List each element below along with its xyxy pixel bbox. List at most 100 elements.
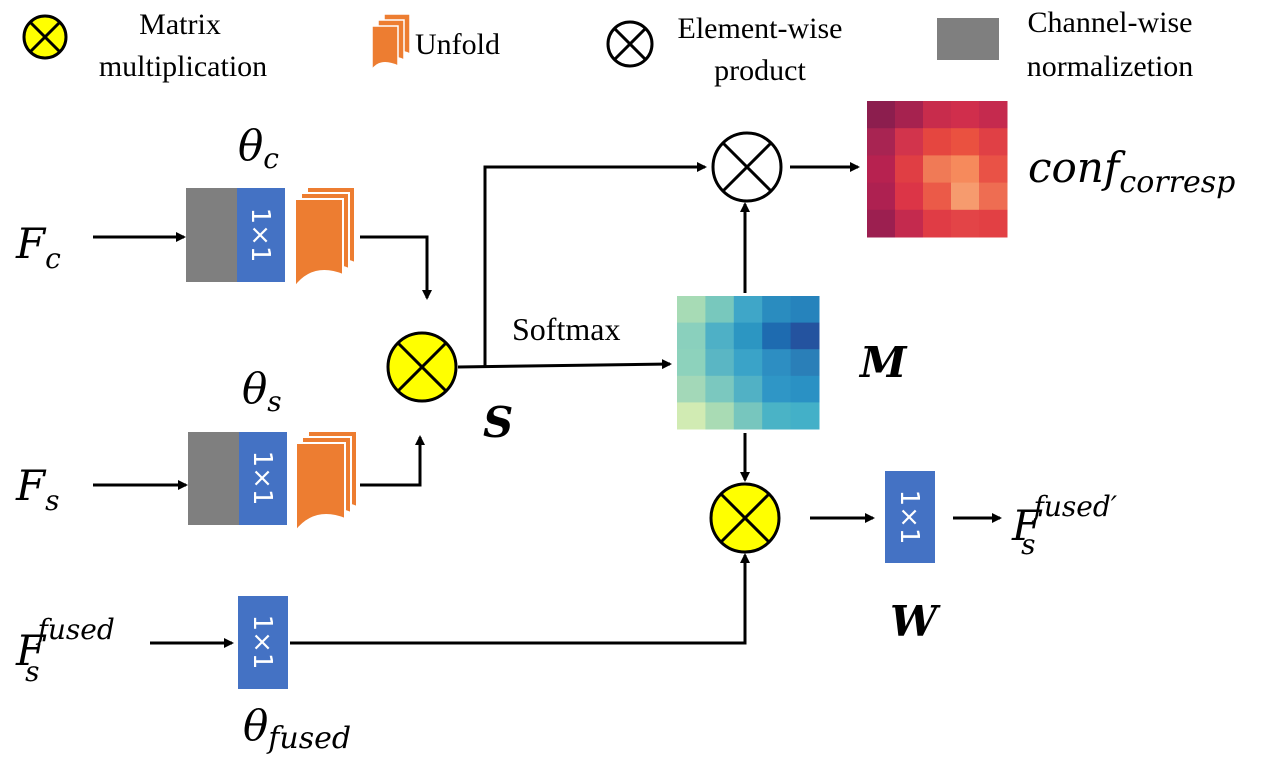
m-heatmap-cell: [790, 322, 820, 350]
m-heatmap-cell: [705, 349, 735, 377]
m-heatmap-cell: [705, 375, 735, 403]
arrow-unfold-c-to-mult: [360, 235, 432, 300]
softmax-label: Softmax: [512, 311, 620, 347]
m-heatmap-cell: [677, 402, 706, 430]
theta-fused-label: θfused: [243, 701, 351, 756]
theta-fused-block: 1×1: [238, 596, 288, 689]
arrow-unfold-s-to-mult: [360, 435, 425, 487]
m-heatmap-cell: [790, 349, 820, 377]
conf-heatmap-cell: [951, 209, 980, 238]
conf-heatmap-cell: [867, 101, 896, 129]
connectors: [93, 162, 1002, 648]
m-heatmap: [677, 296, 820, 430]
theta-s-block: 1×1: [188, 430, 358, 534]
conv1x1-fused-label: 1×1: [247, 615, 277, 670]
m-heatmap-cell: [790, 402, 820, 430]
conf-heatmap-cell: [951, 101, 980, 129]
conv1x1-fused: [238, 596, 288, 689]
matrix-mult-S-icon: [386, 331, 458, 403]
m-heatmap-cell: [677, 375, 706, 403]
M-label: M: [858, 338, 908, 387]
legend-elementwise-label-2: product: [714, 54, 806, 87]
m-heatmap-cell: [733, 296, 763, 324]
conf-heatmap-cell: [951, 128, 980, 156]
arrow-S-to-M: [457, 359, 672, 370]
W-label: W: [890, 597, 941, 646]
w-block: 1×1: [885, 471, 935, 563]
conf-heatmap-cell: [979, 101, 1008, 129]
S-label: S: [483, 398, 513, 447]
element-wise-product-node-icon: [711, 131, 783, 203]
conf-heatmap-cell: [951, 155, 980, 184]
conf-heatmap-cell: [951, 182, 980, 211]
legend-elementwise-label-1: Element-wise: [678, 12, 843, 45]
conf-heatmap-cell: [895, 209, 924, 238]
input-fc-label: Fc: [15, 219, 61, 275]
m-heatmap-cell: [762, 349, 792, 377]
arrow-S-to-elementwise: [483, 162, 707, 366]
m-heatmap-cell: [733, 375, 763, 403]
conf-corresp-heatmap: [867, 101, 1008, 238]
m-heatmap-cell: [677, 349, 706, 377]
legend-matrix-label-1: Matrix: [139, 8, 221, 41]
channel-norm-s: [188, 432, 240, 525]
m-heatmap-cell: [733, 349, 763, 377]
conf-corresp-label: confcorresp: [1028, 143, 1235, 200]
m-heatmap-cell: [762, 322, 792, 350]
m-heatmap-cell: [790, 375, 820, 403]
m-heatmap-cell: [762, 375, 792, 403]
unfold-s-icon: [295, 430, 358, 534]
m-heatmap-cell: [762, 296, 792, 324]
conf-heatmap-cell: [923, 101, 952, 129]
conv1x1-c-label: 1×1: [245, 208, 275, 263]
conf-heatmap-cell: [895, 155, 924, 184]
theta-c-block: 1×1: [186, 186, 356, 290]
conf-heatmap-cell: [979, 209, 1008, 238]
conf-heatmap-cell: [867, 209, 896, 238]
channel-norm-c: [186, 188, 238, 282]
input-fsfused-label: Fsfused: [15, 613, 115, 688]
unfold-c-icon: [294, 186, 356, 290]
m-heatmap-cell: [790, 296, 820, 324]
m-heatmap-cell: [733, 402, 763, 430]
m-heatmap-cell: [733, 322, 763, 350]
element-wise-product-icon: [606, 20, 654, 68]
conf-heatmap-cell: [923, 128, 952, 156]
theta-c-label: θc: [238, 121, 279, 175]
conf-heatmap-cell: [979, 128, 1008, 156]
conf-heatmap-cell: [895, 101, 924, 129]
conf-heatmap-cell: [867, 182, 896, 211]
conf-heatmap-cell: [979, 155, 1008, 184]
unfold-icon: [371, 13, 411, 73]
channel-norm-icon: [937, 18, 999, 60]
output-fused-label: Fsfused′: [1011, 490, 1118, 561]
arrow-thetafused-to-mult2: [290, 553, 750, 645]
conv1x1-c: [237, 188, 285, 282]
conv1x1-w-label: 1×1: [894, 490, 924, 545]
m-heatmap-cell: [677, 322, 706, 350]
legend-matrix-label-2: multiplication: [99, 50, 267, 83]
legend: Matrix multiplication Unfold Element-wis…: [22, 6, 1194, 87]
input-fs-label: Fs: [15, 461, 60, 517]
theta-s-label: θs: [242, 364, 282, 418]
m-heatmap-cell: [705, 296, 735, 324]
m-heatmap-cell: [762, 402, 792, 430]
conf-heatmap-cell: [979, 182, 1008, 211]
conf-heatmap-cell: [867, 155, 896, 184]
conf-heatmap-cell: [895, 128, 924, 156]
legend-unfold-label: Unfold: [415, 28, 500, 61]
m-heatmap-cell: [705, 402, 735, 430]
conf-heatmap-cell: [923, 209, 952, 238]
conv1x1-w: [885, 471, 935, 563]
m-heatmap-cell: [677, 296, 706, 324]
m-heatmap-cell: [705, 322, 735, 350]
conv1x1-s-label: 1×1: [247, 451, 277, 506]
conv1x1-s: [239, 432, 287, 525]
matrix-multiplication-icon: [22, 14, 68, 60]
conf-heatmap-cell: [923, 182, 952, 211]
legend-channelnorm-label-1: Channel-wise: [1028, 6, 1193, 39]
conf-heatmap-cell: [923, 155, 952, 184]
legend-channelnorm-label-2: normalizetion: [1027, 50, 1194, 83]
matrix-mult-W-icon: [709, 482, 781, 554]
conf-heatmap-cell: [867, 128, 896, 156]
